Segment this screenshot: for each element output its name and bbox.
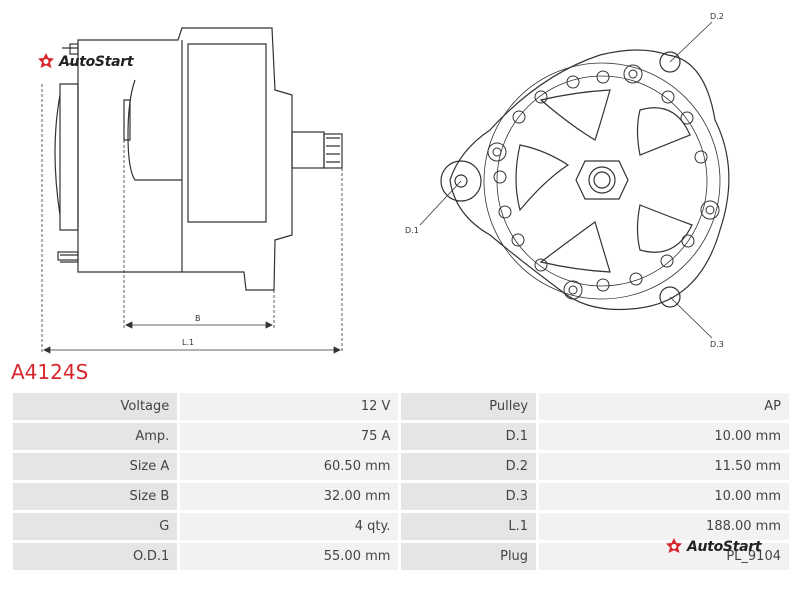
brand-name: AutoStart — [687, 539, 762, 555]
spec-value: AP — [539, 393, 789, 420]
brand-logo-watermark: AutoStart — [664, 537, 762, 557]
spec-label: G — [13, 513, 178, 540]
table-row: Amp. 75 A D.1 10.00 mm — [13, 423, 789, 450]
d2-label: D.2 — [710, 12, 724, 21]
brand-logo: AutoStart — [36, 52, 134, 72]
d3-label: D.3 — [710, 340, 724, 349]
spec-value: 32.00 mm — [180, 483, 399, 510]
front-housing-outline — [449, 49, 730, 311]
spec-label: D.3 — [401, 483, 537, 510]
spec-label: Size A — [13, 453, 178, 480]
spec-label: Amp. — [13, 423, 178, 450]
d1-label: D.1 — [405, 226, 419, 235]
spec-label: Pulley — [401, 393, 537, 420]
spec-value: 75 A — [180, 423, 399, 450]
dimension-b-label: B — [195, 314, 201, 323]
spec-value: 10.00 mm — [539, 483, 789, 510]
spec-table: Voltage 12 V Pulley AP Amp. 75 A D.1 10.… — [10, 390, 792, 573]
dimension-l1-label: L.1 — [182, 338, 194, 347]
alternator-side-body — [77, 27, 293, 291]
table-row: Size B 32.00 mm D.3 10.00 mm — [13, 483, 789, 510]
spec-value: 10.00 mm — [539, 423, 789, 450]
spec-label: D.2 — [401, 453, 537, 480]
spec-label: D.1 — [401, 423, 537, 450]
part-number-title: A4124S — [11, 360, 89, 384]
table-row: Voltage 12 V Pulley AP — [13, 393, 789, 420]
spec-label: O.D.1 — [13, 543, 178, 570]
spec-label: Voltage — [13, 393, 178, 420]
spec-value: PL_9104 — [539, 543, 789, 570]
table-row: O.D.1 55.00 mm Plug PL_9104 — [13, 543, 789, 570]
autostart-logo-icon — [666, 538, 682, 553]
spec-label: Size B — [13, 483, 178, 510]
spec-label: L.1 — [401, 513, 537, 540]
spec-value: 188.00 mm — [539, 513, 789, 540]
spec-value: 11.50 mm — [539, 453, 789, 480]
spec-label: Plug — [401, 543, 537, 570]
table-row: Size A 60.50 mm D.2 11.50 mm — [13, 453, 789, 480]
autostart-logo-icon — [38, 53, 54, 68]
technical-drawing: B L.1 D.1 — [41, 12, 730, 354]
table-row: G 4 qty. L.1 188.00 mm — [13, 513, 789, 540]
spec-value: 4 qty. — [180, 513, 399, 540]
spec-value: 60.50 mm — [180, 453, 399, 480]
spec-value: 12 V — [180, 393, 399, 420]
brand-name: AutoStart — [59, 54, 134, 70]
spec-value: 55.00 mm — [180, 543, 399, 570]
